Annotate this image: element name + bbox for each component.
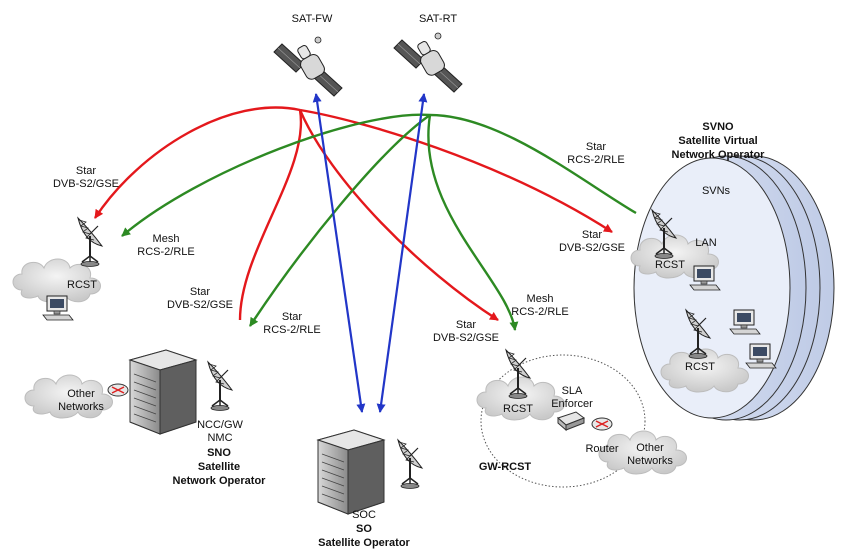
center-star-dvb-label: Star bbox=[190, 286, 211, 298]
so-subtitle: Satellite Operator bbox=[318, 537, 410, 549]
gw-mesh-label: Mesh bbox=[527, 293, 554, 305]
sno-server-icon bbox=[129, 349, 197, 435]
sno-subtitle-2: Network Operator bbox=[173, 475, 267, 487]
ncc-gw-label: NCC/GW bbox=[197, 419, 243, 431]
so-title: SO bbox=[356, 523, 372, 535]
right-star-rcs-label: Star bbox=[586, 141, 607, 153]
so-server-icon bbox=[317, 429, 385, 515]
return-link-gw bbox=[427, 114, 519, 331]
sat-fw-icon bbox=[273, 36, 343, 97]
right-star-rcs-protocol: RCS-2/RLE bbox=[567, 154, 624, 166]
left-rcst-label: RCST bbox=[67, 279, 97, 291]
svno-subtitle-1: Satellite Virtual bbox=[678, 135, 757, 147]
so-dish-icon bbox=[397, 439, 423, 490]
lan-label: LAN bbox=[695, 237, 716, 249]
left-star-protocol: DVB-S2/GSE bbox=[53, 178, 119, 190]
soc-label: SOC bbox=[352, 509, 376, 521]
center-star-rcs-label: Star bbox=[282, 311, 303, 323]
left-mesh-label: Mesh bbox=[153, 233, 180, 245]
forward-links bbox=[93, 106, 613, 322]
sno-subtitle-1: Satellite bbox=[198, 461, 240, 473]
sno-title: SNO bbox=[207, 447, 231, 459]
so-link-fw bbox=[312, 93, 366, 413]
svno-subtitle-2: Network Operator bbox=[672, 149, 766, 161]
return-link-svno bbox=[429, 113, 637, 215]
gw-mesh-protocol: RCS-2/RLE bbox=[511, 306, 568, 318]
right-star-dvb-label: Star bbox=[582, 229, 603, 241]
sat-rt-icon bbox=[393, 32, 463, 93]
forward-link-left-rcst bbox=[93, 106, 301, 219]
so-links bbox=[312, 93, 428, 413]
router-label: Router bbox=[585, 443, 618, 455]
left-mesh-protocol: RCS-2/RLE bbox=[137, 246, 194, 258]
left-star-label: Star bbox=[76, 165, 97, 177]
gw-rcst-label: RCST bbox=[503, 403, 533, 415]
gw-rcst-title: GW-RCST bbox=[479, 461, 532, 473]
forward-link-svno bbox=[299, 108, 613, 234]
nmc-label: NMC bbox=[207, 432, 232, 444]
gw-router-icon bbox=[591, 417, 613, 431]
return-link-left-rcst bbox=[121, 113, 431, 237]
svno-rcst-bottom-label: RCST bbox=[685, 361, 715, 373]
sat-fw-label: SAT-FW bbox=[292, 13, 333, 25]
svns-label: SVNs bbox=[702, 185, 731, 197]
sno-router-icon bbox=[107, 383, 129, 397]
left-rcst-pc-icon bbox=[42, 295, 74, 321]
svno-rcst-top-label: RCST bbox=[655, 259, 685, 271]
gw-star-protocol: DVB-S2/GSE bbox=[433, 332, 499, 344]
forward-link-sno bbox=[238, 109, 303, 321]
sno-networks-label: Networks bbox=[58, 401, 104, 413]
return-link-sno bbox=[248, 114, 431, 327]
right-star-dvb-protocol: DVB-S2/GSE bbox=[559, 242, 625, 254]
so-link-rt bbox=[376, 93, 428, 413]
gw-other-label: Other bbox=[636, 442, 664, 454]
center-star-dvb-protocol: DVB-S2/GSE bbox=[167, 299, 233, 311]
enforcer-label: Enforcer bbox=[551, 398, 593, 410]
gw-star-label: Star bbox=[456, 319, 477, 331]
center-star-rcs-protocol: RCS-2/RLE bbox=[263, 324, 320, 336]
svno-title: SVNO bbox=[702, 121, 734, 133]
sno-other-label: Other bbox=[67, 388, 95, 400]
sno-dish-icon bbox=[207, 361, 233, 412]
gw-networks-label: Networks bbox=[627, 455, 673, 467]
sat-rt-label: SAT-RT bbox=[419, 13, 457, 25]
left-rcst-dish-icon bbox=[77, 217, 103, 268]
sla-label: SLA bbox=[562, 385, 583, 397]
sla-enforcer-icon bbox=[557, 411, 586, 432]
gw-rcst-region bbox=[480, 354, 646, 488]
